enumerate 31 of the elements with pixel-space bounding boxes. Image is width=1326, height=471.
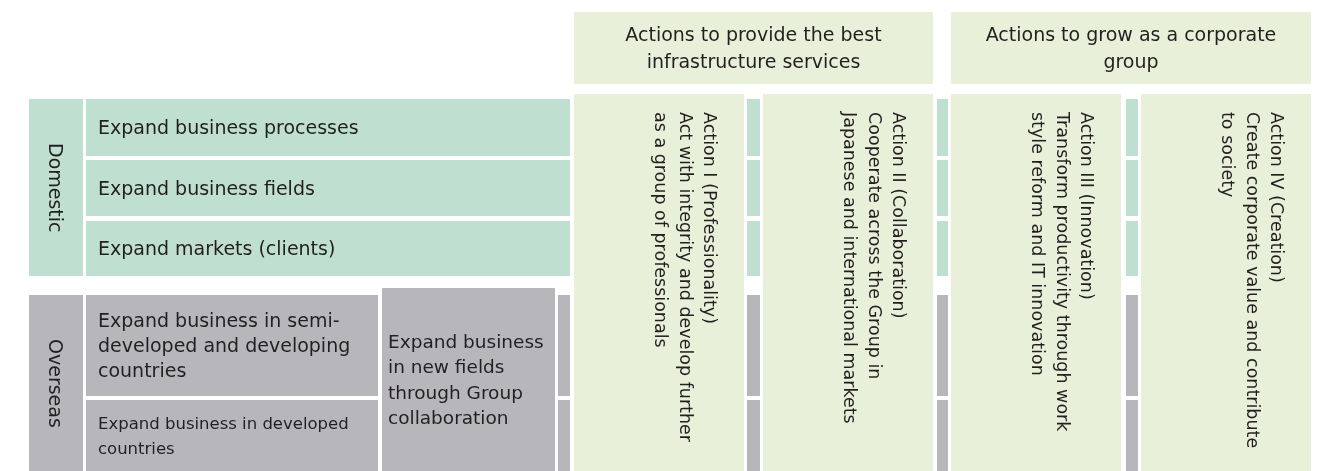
row-group-label <box>29 99 83 276</box>
label-text: Expand markets (clients) <box>98 236 336 261</box>
label-text: Actions to grow as a corporate group <box>984 22 1278 74</box>
label-text: Expand business fields <box>98 175 315 201</box>
label-text: Domestic <box>45 142 67 233</box>
action-title: Action III (Innovation) <box>1076 112 1098 302</box>
action-column <box>574 94 744 471</box>
action-title: Action II (Collaboration) <box>888 112 910 321</box>
action-title: Action I (Professionality) <box>699 112 721 326</box>
row-band <box>86 99 570 156</box>
row-band <box>382 288 555 471</box>
column-header <box>574 12 933 84</box>
action-description: Transform productivity through work style reform and IT innovation <box>1027 112 1074 434</box>
label-text: Overseas <box>45 338 67 428</box>
action-column <box>1141 94 1311 471</box>
label-text: Expand business processes <box>98 115 359 140</box>
row-band <box>86 221 570 276</box>
action-column <box>763 94 933 471</box>
label-text: Expand business in new fields through Group collaboration <box>388 329 545 430</box>
action-column <box>951 94 1121 471</box>
row-band <box>86 400 378 471</box>
column-header <box>951 12 1311 84</box>
action-description: Create corporate value and contribute to society <box>1217 112 1264 451</box>
action-description: Act with integrity and develop further as a group of professionals <box>650 112 697 444</box>
label-text: Expand business in developed countries <box>98 412 350 460</box>
row-group-label <box>29 295 83 471</box>
row-band <box>86 295 378 396</box>
label-text: Expand business in semi-developed and developing countries <box>98 308 352 383</box>
row-band <box>86 160 570 216</box>
action-title: Action IV (Creation) <box>1266 112 1288 285</box>
label-text: Actions to provide the best infrastructure services <box>624 22 883 74</box>
